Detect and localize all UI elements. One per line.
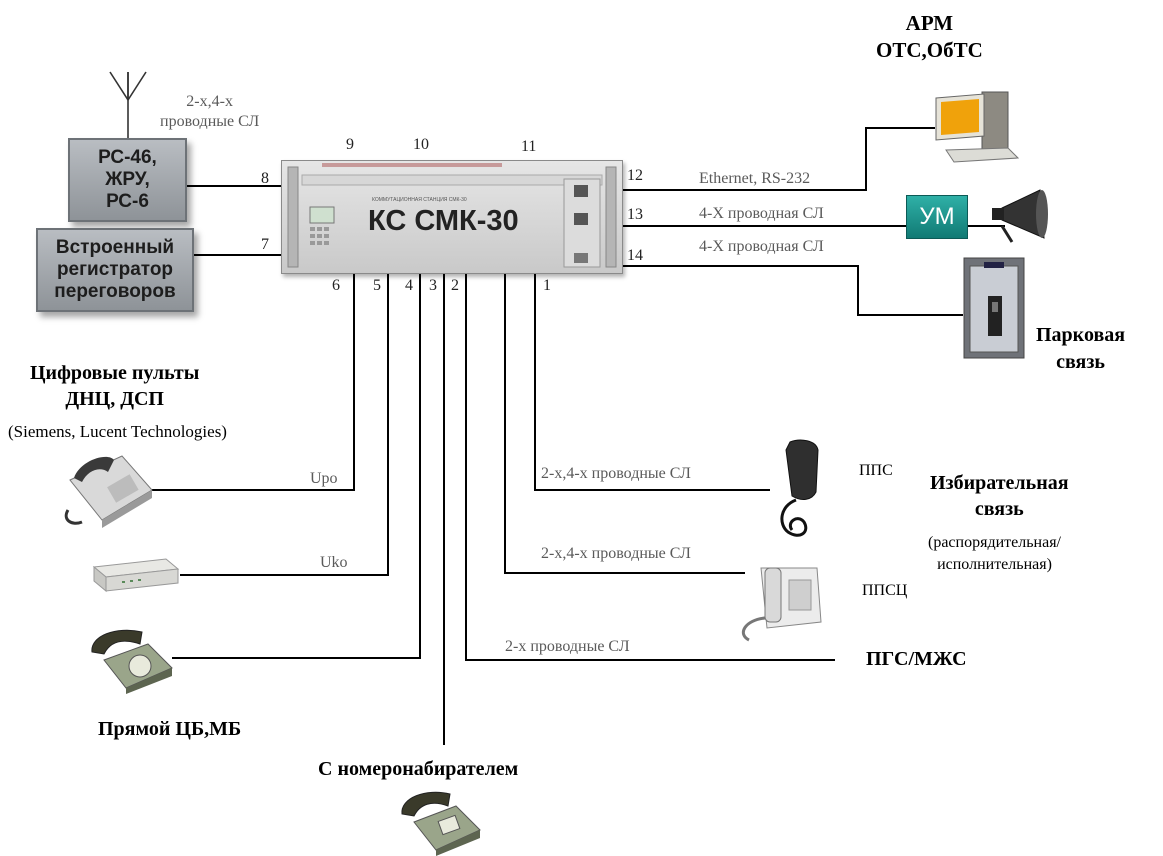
wire-ppsc [504, 272, 745, 574]
pps-line-label: 2-х,4-х проводные СЛ [541, 465, 691, 482]
port-8: 8 [261, 170, 269, 187]
port-5: 5 [373, 277, 381, 294]
wire-port-6 [152, 272, 355, 491]
arm-title: АРМ ОТС,ОбТС [876, 11, 983, 63]
uko-label: Uko [320, 554, 348, 571]
digital-phone-icon [64, 455, 153, 528]
line14-label: 4-Х проводная СЛ [699, 238, 824, 255]
port-9: 9 [346, 136, 354, 153]
port-12: 12 [627, 167, 643, 184]
switch-title: КС СМК-30 [368, 205, 519, 237]
rack-panel-icon [287, 163, 617, 268]
ethernet-label: Ethernet, RS-232 [699, 170, 811, 187]
direct-label: Прямой ЦБ,МБ [98, 718, 242, 740]
pgs-label: ПГС/МЖС [866, 648, 967, 670]
selective-title: Избирательная связь [930, 472, 1069, 520]
wire-port-5 [180, 272, 389, 576]
pps-handset-icon [780, 439, 819, 537]
park-phone-icon [963, 257, 1025, 359]
port-3: 3 [429, 277, 437, 294]
wire-port-2 [465, 272, 835, 661]
port-14: 14 [627, 247, 643, 264]
wire-port-12 [621, 127, 935, 191]
port-13: 13 [627, 206, 643, 223]
port-4: 4 [405, 277, 413, 294]
direct-phone-icon [91, 629, 173, 694]
digital-consoles-title: Цифровые пульты ДНЦ, ДСП [30, 362, 200, 410]
wire-port-14 [621, 265, 963, 316]
modem-icon [92, 558, 180, 593]
workstation-icon [935, 91, 1020, 163]
upo-label: Upo [310, 470, 338, 487]
dialer-label: С номеронабирателем [318, 758, 519, 780]
antenna-icon [109, 71, 147, 138]
port-10: 10 [413, 136, 429, 153]
dialer-phone-icon [401, 791, 481, 856]
radio-station-box: РС-46, ЖРУ, РС-6 [68, 138, 187, 222]
amplifier-box: УМ [906, 195, 968, 239]
pps-label: ППС [859, 462, 893, 479]
port-2: 2 [451, 277, 459, 294]
switch-rack: КОММУТАЦИОННАЯ СТАНЦИЯ СМК-30 КС СМК-30 [281, 160, 623, 274]
radio-lines-label: 2-х,4-х проводные СЛ [160, 93, 260, 130]
port-1: 1 [543, 277, 551, 294]
digital-consoles-vendors: (Siemens, Lucent Technologies) [8, 422, 227, 441]
switch-subtitle: КОММУТАЦИОННАЯ СТАНЦИЯ СМК-30 [372, 197, 467, 203]
wire-port-1 [534, 272, 770, 491]
wire-port-4 [172, 272, 421, 659]
port-11: 11 [521, 138, 537, 155]
loudspeaker-icon [992, 189, 1048, 243]
ppsc-line-label: 2-х,4-х проводные СЛ [541, 545, 691, 562]
park-label: Парковая связь [1036, 324, 1126, 373]
ppsc-label: ППСЦ [862, 582, 908, 599]
ppsc-phone-icon [742, 567, 822, 642]
selective-subtitle: (распорядительная/ исполнительная) [928, 534, 1061, 573]
pgs-line-label: 2-х проводные СЛ [505, 638, 630, 655]
port-7: 7 [261, 236, 269, 253]
line13-label: 4-Х проводная СЛ [699, 205, 824, 222]
recorder-box: Встроенный регистратор переговоров [36, 228, 194, 312]
port-6: 6 [332, 277, 340, 294]
